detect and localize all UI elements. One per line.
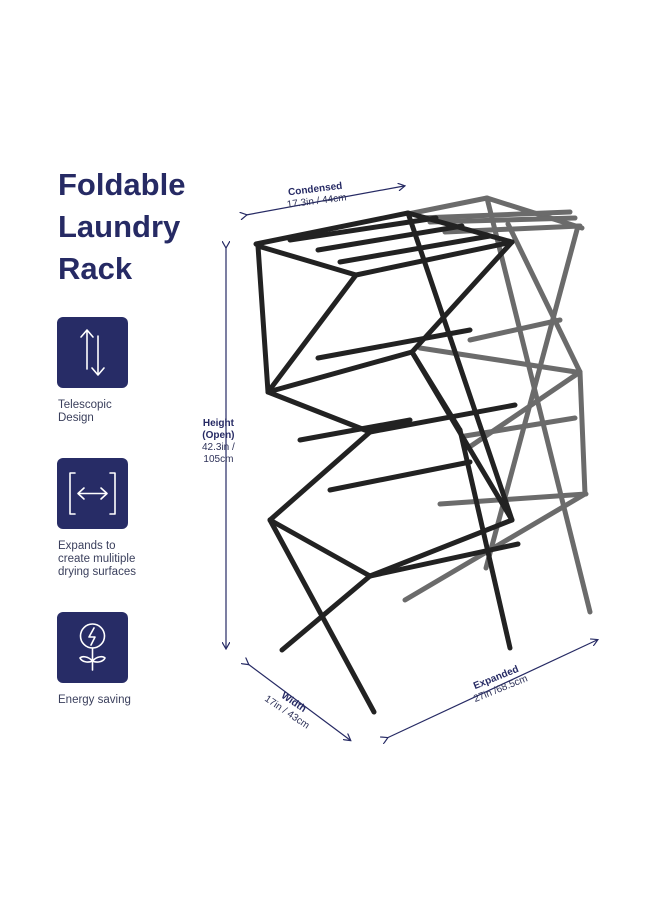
height-dimension-label: Height (Open) 42.3in / 105cm bbox=[202, 418, 235, 466]
feature-expands-text: Expands to create mulitiple drying surfa… bbox=[58, 540, 136, 579]
feature-telescopic-line-2: Design bbox=[58, 412, 94, 424]
height-label-line-1: Height bbox=[202, 418, 234, 429]
height-label-line-2: (Open) bbox=[202, 430, 235, 441]
height-value-line-2: 105cm bbox=[203, 454, 234, 465]
feature-expands-line-2: create mulitiple bbox=[58, 553, 136, 565]
telescopic-arrows-icon bbox=[57, 317, 128, 388]
height-value-line-1: 42.3in / bbox=[202, 442, 235, 453]
feature-energy-text: Energy saving bbox=[58, 694, 131, 707]
expanded-arrow bbox=[387, 640, 597, 738]
energy-bulb-icon bbox=[57, 612, 128, 683]
dimension-arrows bbox=[226, 186, 597, 740]
title-line-2: Laundry bbox=[58, 209, 181, 244]
feature-expands-line-3: drying surfaces bbox=[58, 566, 136, 578]
feature-expands-line-1: Expands to bbox=[58, 540, 116, 552]
feature-telescopic-line-1: Telescopic bbox=[58, 399, 112, 411]
condensed-arrow bbox=[246, 186, 404, 215]
feature-energy-line-1: Energy saving bbox=[58, 694, 131, 706]
product-title: Foldable Laundry Rack bbox=[58, 164, 185, 290]
expand-arrows-icon bbox=[57, 458, 128, 529]
title-line-3: Rack bbox=[58, 251, 133, 286]
feature-telescopic-text: Telescopic Design bbox=[58, 399, 112, 425]
width-arrow bbox=[248, 664, 350, 740]
title-line-1: Foldable bbox=[58, 167, 186, 202]
rack-condensed-frame bbox=[253, 210, 521, 715]
